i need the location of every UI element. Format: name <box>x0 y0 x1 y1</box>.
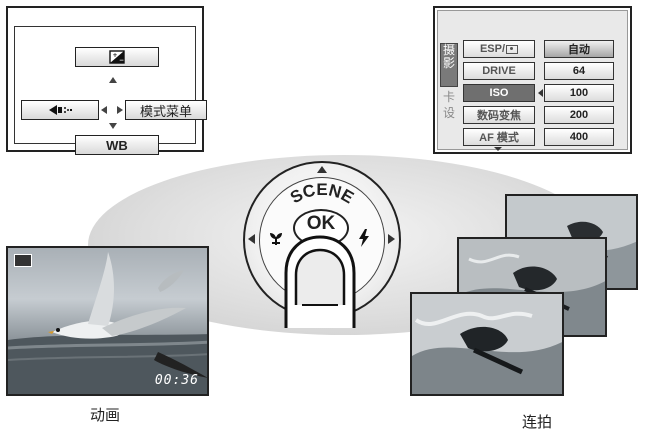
ok-label: OK <box>306 213 336 234</box>
movie-mode-icon <box>14 254 32 267</box>
menu-item-af-mode[interactable]: AF 模式 <box>463 128 535 146</box>
right-arrow-icon <box>117 106 123 114</box>
dial-right-arrow-icon <box>388 234 395 244</box>
flash-mode-icon <box>49 105 72 115</box>
macro-icon <box>270 233 282 246</box>
menu-item-esp[interactable]: ESP/ <box>463 40 535 58</box>
burst-frame-1 <box>410 292 564 396</box>
exposure-compensation-icon: + − <box>109 50 125 64</box>
movie-timer: 00:36 <box>154 373 199 388</box>
svg-text:−: − <box>119 57 124 64</box>
shortcut-menu-panel: + − 模式菜单 WB <box>6 6 207 155</box>
menu-item-label: ESP/ <box>479 43 506 55</box>
menu-item-digital-zoom[interactable]: 数码变焦 <box>463 106 535 124</box>
finger-illustration <box>284 235 356 328</box>
dial-scene-label: SCENE <box>287 180 357 207</box>
tab-card[interactable]: 卡 <box>442 90 455 104</box>
up-arrow-icon <box>109 77 117 83</box>
seagull-photo <box>8 252 207 394</box>
scroll-down-icon <box>494 147 502 151</box>
burst-caption: 连拍 <box>522 414 553 431</box>
mode-menu-button[interactable]: 模式菜单 <box>125 100 207 120</box>
movie-preview: 00:36 <box>6 246 209 396</box>
svg-text:SCENE: SCENE <box>287 180 357 207</box>
flash-icon <box>359 229 369 247</box>
iso-option-400[interactable]: 400 <box>544 128 614 146</box>
iso-option-auto[interactable]: 自动 <box>544 40 614 58</box>
movie-caption: 动画 <box>90 407 121 424</box>
submenu-pointer-icon <box>538 89 543 97</box>
spot-metering-icon <box>506 44 519 54</box>
white-balance-button[interactable]: WB <box>75 135 159 155</box>
svg-text:+: + <box>113 52 118 59</box>
scene-label-arc: SCENE <box>287 180 357 207</box>
dial-left-arrow-icon <box>248 234 255 244</box>
tab-shoot[interactable]: 摄影 <box>440 43 458 87</box>
menu-item-iso[interactable]: ISO <box>463 84 535 102</box>
shortcut-menu-screen: + − 模式菜单 WB <box>14 26 207 155</box>
exposure-compensation-button[interactable]: + − <box>75 47 159 67</box>
iso-option-200[interactable]: 200 <box>544 106 614 124</box>
tab-setup[interactable]: 设 <box>442 106 455 120</box>
iso-menu-screen: 摄影 卡 设 ESP/ DRIVE ISO 数码变焦 AF 模式 自动 64 1… <box>437 10 628 151</box>
iso-option-64[interactable]: 64 <box>544 62 614 80</box>
dial-up-arrow-icon <box>317 166 327 173</box>
menu-item-drive[interactable]: DRIVE <box>463 62 535 80</box>
left-arrow-icon <box>101 106 107 114</box>
iso-option-100[interactable]: 100 <box>544 84 614 102</box>
down-arrow-icon <box>109 123 117 129</box>
flash-mode-button[interactable] <box>21 100 99 120</box>
iso-menu-panel: 摄影 卡 设 ESP/ DRIVE ISO 数码变焦 AF 模式 自动 64 1… <box>433 6 632 154</box>
